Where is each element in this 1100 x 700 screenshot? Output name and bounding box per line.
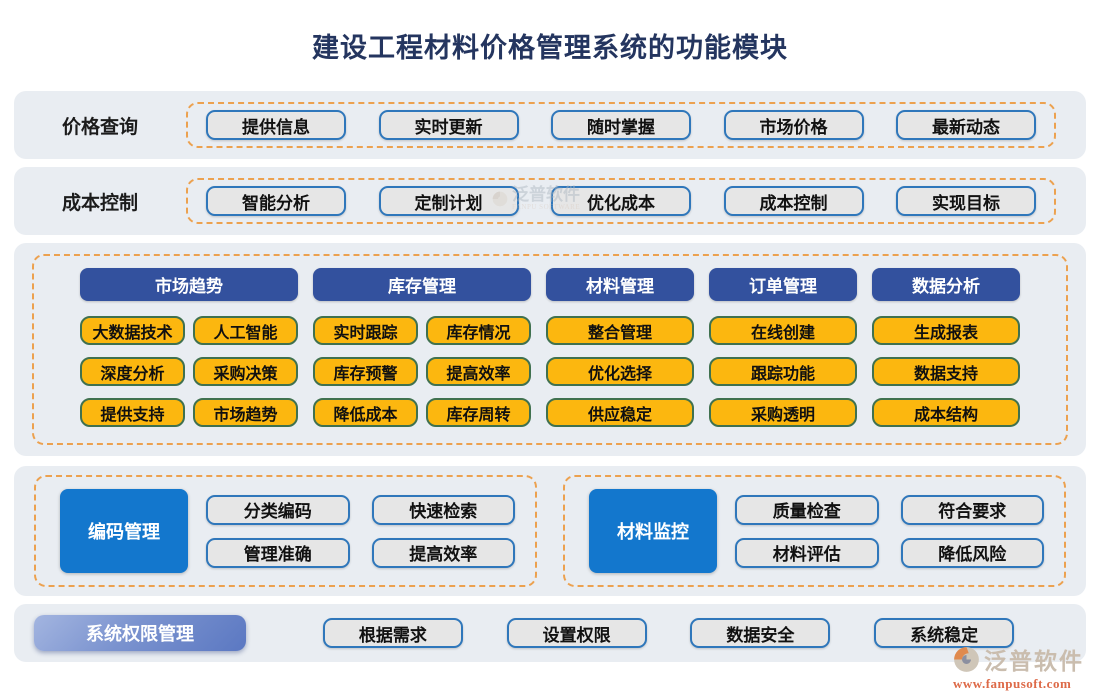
column-header-data-analysis: 数据分析 xyxy=(872,268,1020,301)
section-permissions: 系统权限管理 根据需求 设置权限 数据安全 系统稳定 xyxy=(14,604,1086,662)
cost-control-group: 智能分析 定制计划 优化成本 成本控制 实现目标 xyxy=(186,178,1056,224)
price-query-label: 价格查询 xyxy=(61,116,138,138)
column-inventory: 库存管理 实时跟踪 库存情况 库存预警 提高效率 降低成本 库存周转 xyxy=(313,268,531,427)
modules-group: 市场趋势 大数据技术 人工智能 深度分析 采购决策 提供支持 市场趋势 库存管理… xyxy=(32,254,1068,445)
cost-control-button[interactable]: 成本控制 xyxy=(723,186,864,216)
inventory-item[interactable]: 库存周转 xyxy=(426,398,531,427)
cost-control-button[interactable]: 优化成本 xyxy=(551,186,691,216)
order-item[interactable]: 采购透明 xyxy=(709,398,857,427)
column-header-inventory: 库存管理 xyxy=(313,268,531,301)
price-query-button[interactable]: 提供信息 xyxy=(206,110,346,140)
data-analysis-item[interactable]: 成本结构 xyxy=(872,398,1020,427)
material-item[interactable]: 供应稳定 xyxy=(546,398,694,427)
cost-control-button[interactable]: 定制计划 xyxy=(378,186,519,216)
section-modules: 市场趋势 大数据技术 人工智能 深度分析 采购决策 提供支持 市场趋势 库存管理… xyxy=(14,243,1086,456)
monitor-item[interactable]: 降低风险 xyxy=(900,537,1044,568)
material-item[interactable]: 优化选择 xyxy=(546,357,694,386)
material-monitor-box[interactable]: 材料监控 xyxy=(589,489,717,573)
fanpu-logo-icon xyxy=(954,646,979,672)
page-title: 建设工程材料价格管理系统的功能模块 xyxy=(312,33,788,63)
inventory-item[interactable]: 库存情况 xyxy=(426,316,531,345)
price-query-button[interactable]: 最新动态 xyxy=(896,110,1036,140)
panel-monitor: 材料监控 质量检查 符合要求 材料评估 降低风险 xyxy=(563,475,1066,587)
permission-items: 根据需求 设置权限 数据安全 系统稳定 xyxy=(246,618,1066,648)
order-item[interactable]: 在线创建 xyxy=(709,316,857,345)
column-data-analysis: 数据分析 生成报表 数据支持 成本结构 xyxy=(872,268,1020,427)
permission-item[interactable]: 数据安全 xyxy=(690,618,831,648)
permission-item[interactable]: 根据需求 xyxy=(322,618,463,648)
market-trend-item[interactable]: 深度分析 xyxy=(80,357,185,386)
brand-name: 泛普软件 xyxy=(984,649,1084,674)
column-material: 材料管理 整合管理 优化选择 供应稳定 xyxy=(546,268,694,427)
section-panels: 编码管理 分类编码 快速检索 管理准确 提高效率 材料监控 质量检查 符合要求 … xyxy=(14,466,1086,596)
column-header-material: 材料管理 xyxy=(546,268,694,301)
market-trend-item[interactable]: 采购决策 xyxy=(193,357,298,386)
column-header-order: 订单管理 xyxy=(709,268,857,301)
order-item[interactable]: 跟踪功能 xyxy=(709,357,857,386)
inventory-item[interactable]: 提高效率 xyxy=(426,357,531,386)
price-query-button[interactable]: 随时掌握 xyxy=(551,110,691,140)
price-query-button[interactable]: 市场价格 xyxy=(723,110,864,140)
inventory-item[interactable]: 降低成本 xyxy=(313,398,418,427)
permission-item[interactable]: 设置权限 xyxy=(506,618,647,648)
panel-coding: 编码管理 分类编码 快速检索 管理准确 提高效率 xyxy=(34,475,537,587)
system-permission-button[interactable]: 系统权限管理 xyxy=(34,615,246,651)
data-analysis-item[interactable]: 数据支持 xyxy=(872,357,1020,386)
cost-control-button[interactable]: 实现目标 xyxy=(896,186,1036,216)
column-order: 订单管理 在线创建 跟踪功能 采购透明 xyxy=(709,268,857,427)
price-query-button[interactable]: 实时更新 xyxy=(378,110,519,140)
inventory-item[interactable]: 实时跟踪 xyxy=(313,316,418,345)
section-price-query: 价格查询 提供信息 实时更新 随时掌握 市场价格 最新动态 xyxy=(14,91,1086,159)
column-header-market-trend: 市场趋势 xyxy=(80,268,298,301)
market-trend-item[interactable]: 人工智能 xyxy=(193,316,298,345)
coding-item[interactable]: 快速检索 xyxy=(371,494,515,525)
cost-control-button[interactable]: 智能分析 xyxy=(206,186,346,216)
data-analysis-item[interactable]: 生成报表 xyxy=(872,316,1020,345)
monitor-item[interactable]: 材料评估 xyxy=(735,537,879,568)
brand-footer: 泛普软件 www.fanpusoft.com xyxy=(953,642,1084,692)
market-trend-item[interactable]: 市场趋势 xyxy=(193,398,298,427)
price-query-group: 提供信息 实时更新 随时掌握 市场价格 最新动态 xyxy=(186,102,1056,148)
permission-item[interactable]: 系统稳定 xyxy=(874,618,1015,648)
cost-control-label: 成本控制 xyxy=(61,192,138,214)
material-item[interactable]: 整合管理 xyxy=(546,316,694,345)
market-trend-item[interactable]: 大数据技术 xyxy=(80,316,185,345)
section-cost-control: 成本控制 智能分析 定制计划 优化成本 成本控制 实现目标 xyxy=(14,167,1086,235)
market-trend-item[interactable]: 提供支持 xyxy=(80,398,185,427)
coding-item[interactable]: 提高效率 xyxy=(371,537,515,568)
coding-management-box[interactable]: 编码管理 xyxy=(60,489,188,573)
brand-url: www.fanpusoft.com xyxy=(953,676,1072,691)
coding-item[interactable]: 分类编码 xyxy=(206,494,350,525)
monitor-item[interactable]: 符合要求 xyxy=(900,494,1044,525)
inventory-item[interactable]: 库存预警 xyxy=(313,357,418,386)
monitor-item[interactable]: 质量检查 xyxy=(735,494,879,525)
coding-item[interactable]: 管理准确 xyxy=(206,537,350,568)
column-market-trend: 市场趋势 大数据技术 人工智能 深度分析 采购决策 提供支持 市场趋势 xyxy=(80,268,298,427)
